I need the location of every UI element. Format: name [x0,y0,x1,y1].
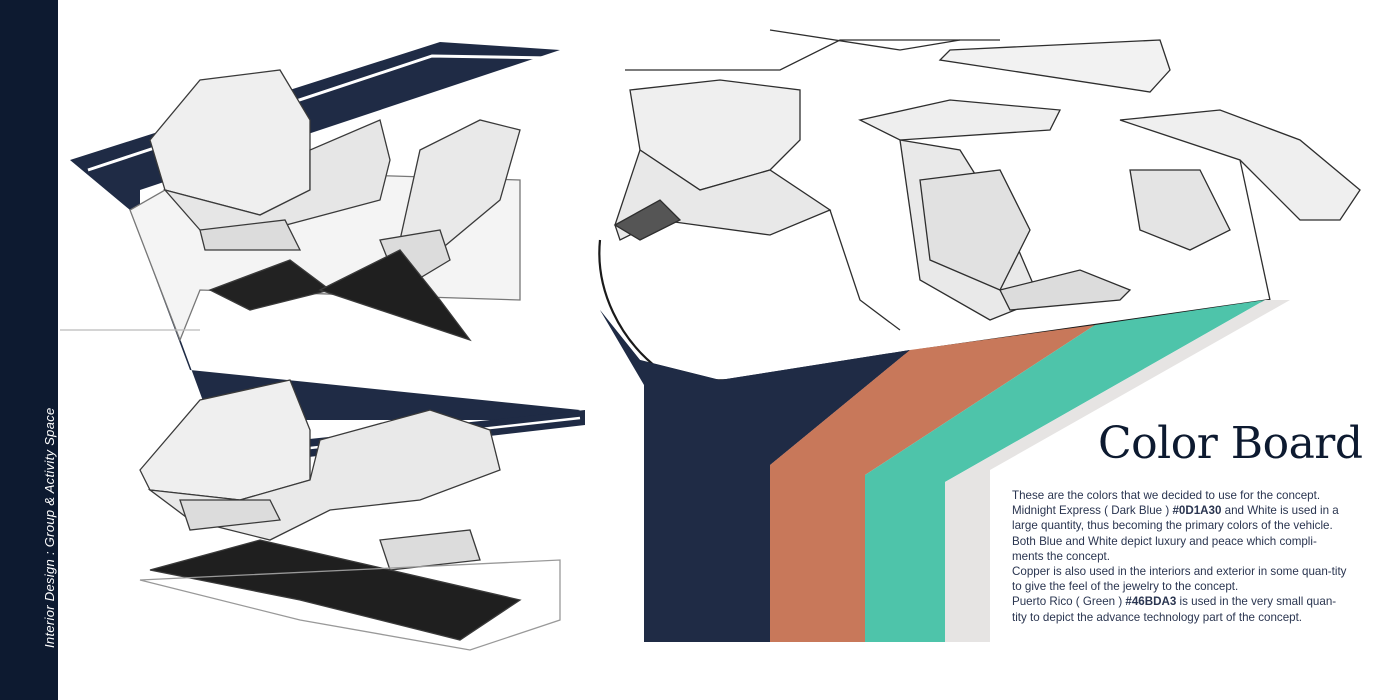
sketch-left-bottom [139,379,585,651]
sidebar-band: Interior Design : Group & Activity Space [0,0,58,700]
color-description: These are the colors that we decided to … [1012,488,1348,625]
hex-code: #0D1A30 [1172,504,1222,518]
desc-paragraph-2: Both Blue and White depict luxury and pe… [1012,534,1348,564]
desc-text: is used in the very small quan-tity to d… [1012,595,1337,624]
desc-text: Puerto Rico ( Green ) [1012,595,1126,609]
color-board-title: Color Board [1098,418,1363,469]
desc-paragraph-3: Copper is also used in the interiors and… [1012,564,1348,594]
swatch-midnight-express [600,310,910,642]
desc-paragraph-4: Puerto Rico ( Green ) #46BDA3 is used in… [1012,594,1348,624]
swatch-copper [770,325,1095,642]
desc-paragraph-1: These are the colors that we decided to … [1012,488,1348,534]
desc-text: These are the colors that we decided to … [1012,489,1321,518]
hex-code: #46BDA3 [1125,595,1177,609]
desc-text: Copper is also used in the interiors and… [1012,565,1347,594]
desc-text: and White is used in a large quantity, t… [1012,504,1339,533]
swatch-puerto-rico [865,300,1265,642]
sketch-left-top [60,42,580,420]
desc-text: Both Blue and White depict luxury and pe… [1012,534,1317,563]
swatch-white [945,300,1290,642]
